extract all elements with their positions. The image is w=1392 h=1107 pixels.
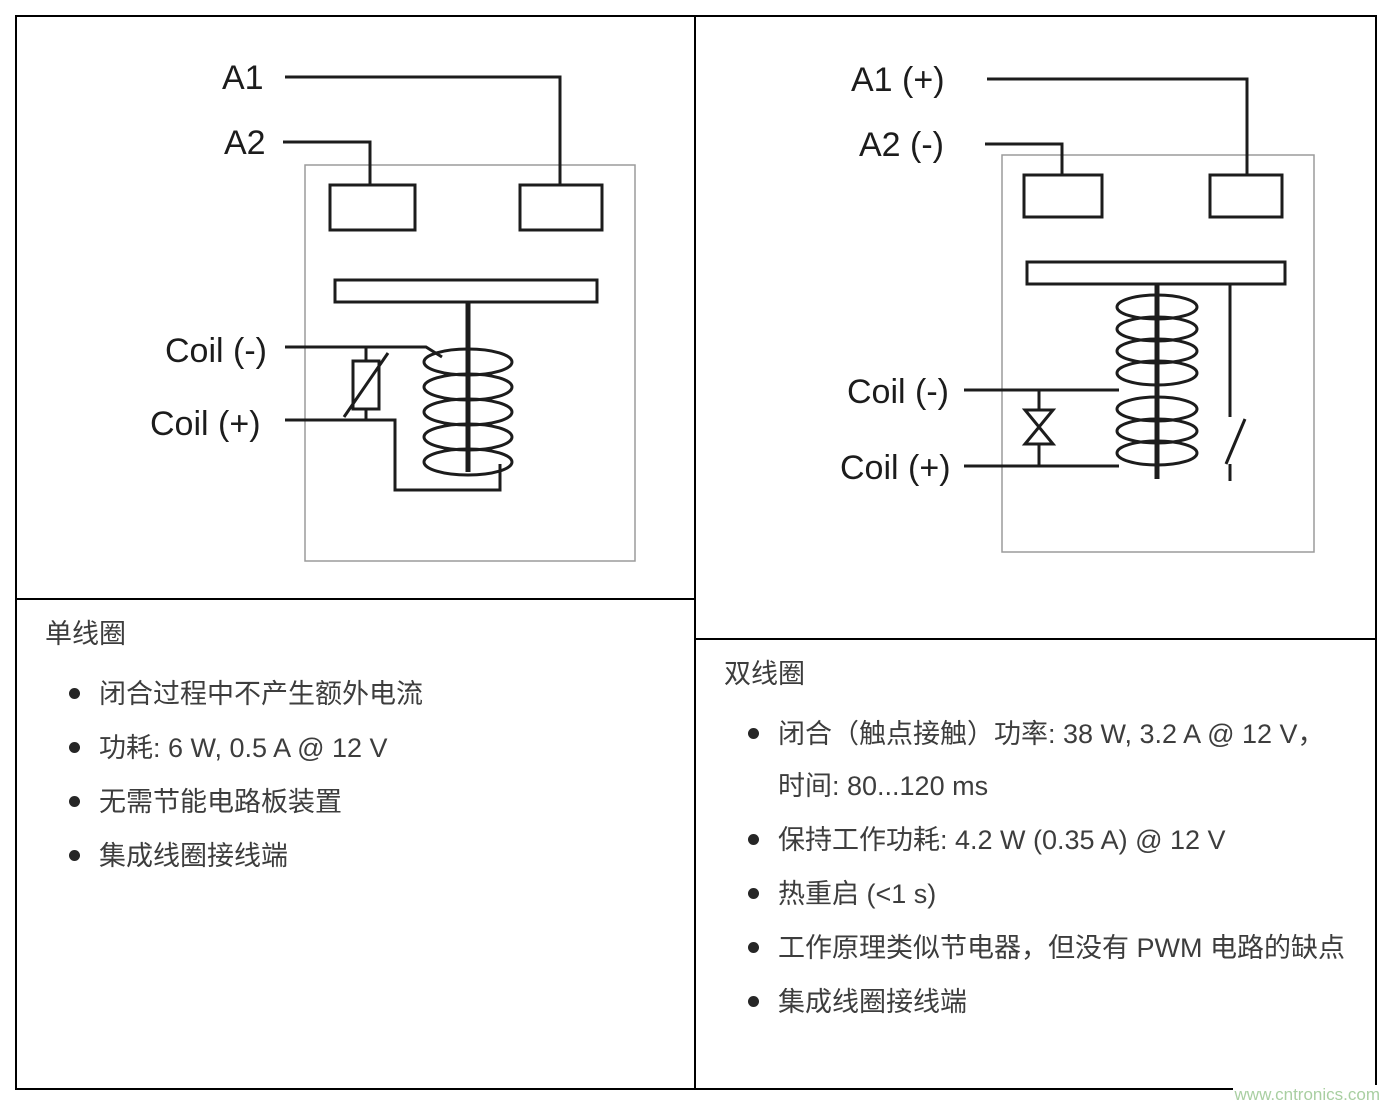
bullet-icon: [69, 850, 80, 861]
coil-winding: [422, 347, 514, 477]
bullet-text: 热重启 (<1 s): [778, 879, 937, 909]
bullet-text: 工作原理类似节电器，但没有 PWM 电路的缺点: [778, 933, 1345, 963]
label-coil-minus: Coil (-): [847, 373, 949, 411]
label-coil-plus: Coil (+): [840, 449, 951, 487]
list-item: 工作原理类似节电器，但没有 PWM 电路的缺点: [748, 922, 1351, 974]
switch-contact-icon: [1224, 284, 1247, 481]
label-a2: A2 (-): [859, 126, 944, 164]
dual-coil-heading: 双线圈: [724, 659, 805, 689]
list-item: 保持工作功耗: 4.2 W (0.35 A) @ 12 V: [748, 814, 1351, 866]
list-item: 集成线圈接线端: [748, 976, 1351, 1028]
relay-outline: [1001, 154, 1315, 553]
lower-coil-winding: [1115, 395, 1199, 467]
suppressor-diode-icon: [1021, 390, 1057, 466]
bullet-icon: [748, 888, 759, 899]
varistor-icon: [342, 347, 390, 420]
wire-coil-plus: [285, 418, 502, 492]
single-coil-description: 单线圈 闭合过程中不产生额外电流 功耗: 6 W, 0.5 A @ 12 V 无…: [17, 600, 694, 1088]
single-coil-diagram-cell: A1 A2 Coil (-) Coil (+): [17, 17, 694, 600]
dual-coil-schematic: A1 (+) A2 (-) Coil (-) Coil (+): [840, 61, 1315, 553]
watermark: www.cntronics.com: [1232, 1085, 1382, 1105]
terminal-a1: [1208, 173, 1284, 219]
armature-bar: [333, 278, 599, 304]
column-dual-coil: A1 (+) A2 (-) Coil (-) Coil (+) 双线圈 闭合（触…: [696, 17, 1375, 1088]
relay-outline: [304, 164, 636, 562]
dual-coil-diagram-cell: A1 (+) A2 (-) Coil (-) Coil (+): [696, 17, 1375, 640]
bullet-text: 功耗: 6 W, 0.5 A @ 12 V: [99, 733, 388, 763]
list-item: 无需节能电路板装置: [69, 776, 670, 828]
column-single-coil: A1 A2 Coil (-) Coil (+) 单线圈 闭合过程中不产生额外电流…: [17, 17, 696, 1088]
bullet-icon: [69, 742, 80, 753]
armature-bar: [1025, 260, 1287, 286]
dual-coil-description: 双线圈 闭合（触点接触）功率: 38 W, 3.2 A @ 12 V，时间: 8…: [696, 640, 1375, 1088]
bullet-text: 集成线圈接线端: [778, 987, 967, 1017]
label-coil-minus: Coil (-): [165, 332, 267, 370]
wire-a1: [987, 77, 1249, 177]
bullet-text: 闭合过程中不产生额外电流: [99, 679, 423, 709]
list-item: 功耗: 6 W, 0.5 A @ 12 V: [69, 722, 670, 774]
terminal-a1: [518, 183, 604, 232]
bullet-icon: [748, 834, 759, 845]
upper-coil-winding: [1115, 293, 1199, 387]
single-coil-bullet-list: 闭合过程中不产生额外电流 功耗: 6 W, 0.5 A @ 12 V 无需节能电…: [45, 668, 670, 882]
bullet-text: 闭合（触点接触）功率: 38 W, 3.2 A @ 12 V，时间: 80...…: [778, 719, 1325, 801]
comparison-table: A1 A2 Coil (-) Coil (+) 单线圈 闭合过程中不产生额外电流…: [15, 15, 1377, 1090]
bullet-icon: [69, 796, 80, 807]
list-item: 集成线圈接线端: [69, 830, 670, 882]
bullet-text: 集成线圈接线端: [99, 841, 288, 871]
bullet-icon: [69, 688, 80, 699]
label-coil-plus: Coil (+): [150, 405, 261, 443]
label-a1: A1 (+): [851, 61, 945, 99]
single-coil-heading: 单线圈: [45, 619, 126, 649]
bullet-text: 保持工作功耗: 4.2 W (0.35 A) @ 12 V: [778, 825, 1226, 855]
label-a1: A1: [222, 59, 264, 97]
bullet-icon: [748, 996, 759, 1007]
wire-a2: [985, 142, 1064, 177]
bullet-icon: [748, 728, 759, 739]
wire-a1: [285, 75, 562, 187]
list-item: 闭合（触点接触）功率: 38 W, 3.2 A @ 12 V，时间: 80...…: [748, 708, 1351, 812]
terminal-a2: [328, 183, 417, 232]
list-item: 闭合过程中不产生额外电流: [69, 668, 670, 720]
label-a2: A2: [224, 124, 266, 162]
list-item: 热重启 (<1 s): [748, 868, 1351, 920]
wire-coil-minus: [285, 345, 443, 359]
wire-a2: [283, 140, 372, 187]
terminal-a2: [1022, 173, 1104, 219]
dual-coil-bullet-list: 闭合（触点接触）功率: 38 W, 3.2 A @ 12 V，时间: 80...…: [724, 708, 1351, 1028]
bullet-icon: [748, 942, 759, 953]
single-coil-schematic: A1 A2 Coil (-) Coil (+): [150, 59, 636, 562]
bullet-text: 无需节能电路板装置: [99, 787, 342, 817]
